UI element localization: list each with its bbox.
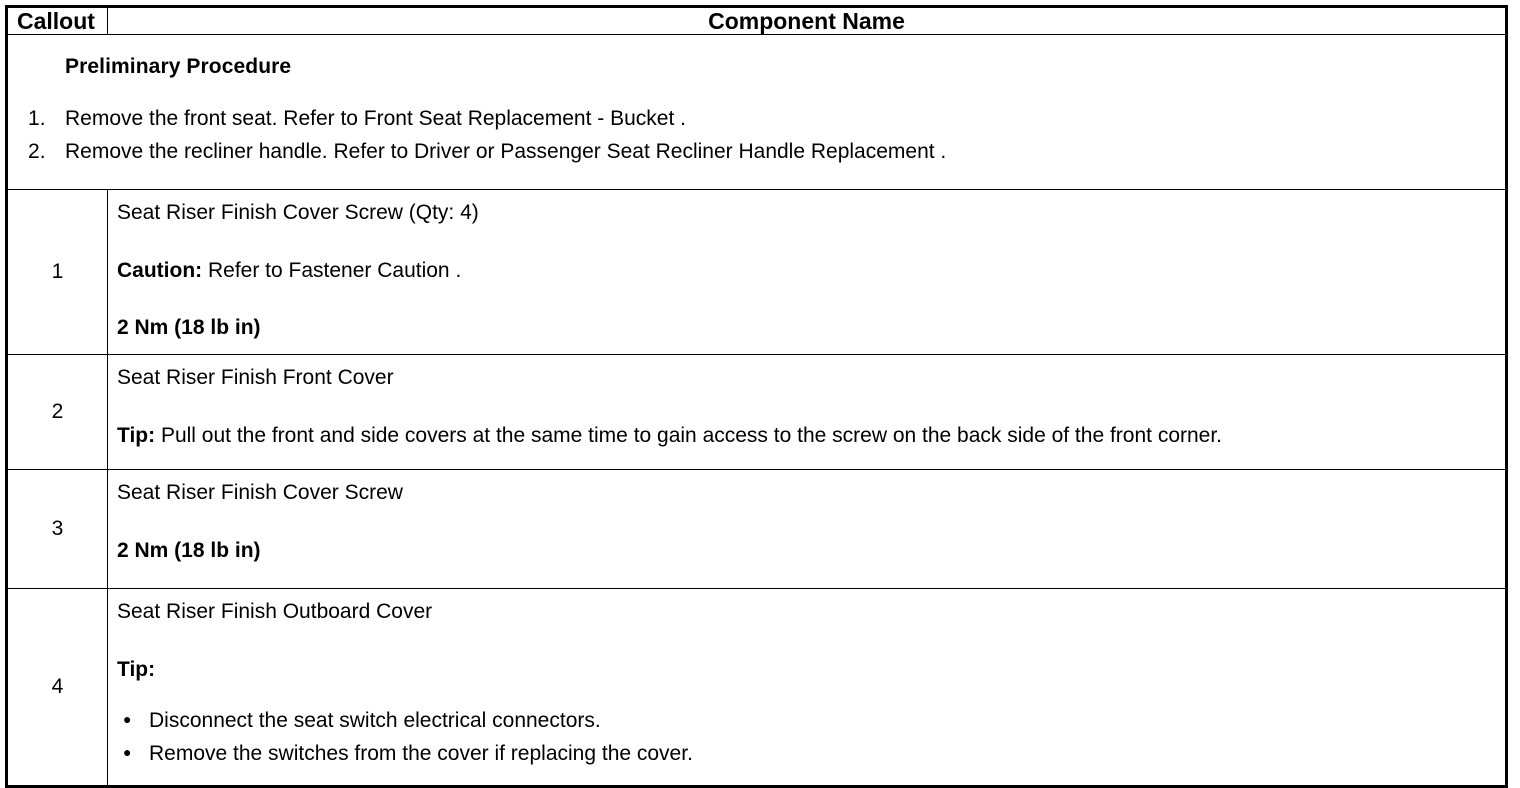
service-procedure-page: Callout Component Name Preliminary Proce… xyxy=(0,0,1520,718)
table-row: 4 Seat Riser Finish Outboard Cover Tip: … xyxy=(6,588,1507,788)
callout-number: 2 xyxy=(6,354,108,471)
component-description-cell: Seat Riser Finish Cover Screw (Qty: 4) C… xyxy=(107,189,1507,356)
preliminary-procedure-list: Remove the front seat. Refer to Front Se… xyxy=(8,103,1495,168)
callout-number: 1 xyxy=(6,189,108,356)
preliminary-procedure-title: Preliminary Procedure xyxy=(65,55,292,79)
caution-label: Caution: xyxy=(117,258,203,282)
component-description-cell: Seat Riser Finish Outboard Cover Tip: Di… xyxy=(107,588,1507,788)
component-description-cell: Seat Riser Finish Front Cover Tip: Pull … xyxy=(107,354,1507,471)
table-row: 1 Seat Riser Finish Cover Screw (Qty: 4)… xyxy=(6,189,1507,356)
torque-spec: 2 Nm (18 lb in) xyxy=(117,538,261,562)
callout-number: 4 xyxy=(6,588,108,788)
table-header: Callout Component Name xyxy=(6,5,1507,36)
column-header-component-name: Component Name xyxy=(107,5,1507,36)
component-name-text: Seat Riser Finish Outboard Cover xyxy=(117,600,433,624)
callout-component-table: Callout Component Name Preliminary Proce… xyxy=(5,5,1508,788)
table-row: 3 Seat Riser Finish Cover Screw 2 Nm (18… xyxy=(6,469,1507,590)
component-description-cell: Seat Riser Finish Cover Screw 2 Nm (18 l… xyxy=(107,469,1507,590)
tip-label: Tip: xyxy=(117,423,156,447)
table-body: Preliminary Procedure Remove the front s… xyxy=(6,34,1507,788)
preliminary-step: Remove the front seat. Refer to Front Se… xyxy=(28,103,686,135)
tip-text: Pull out the front and side covers at th… xyxy=(155,423,1223,447)
component-name-text: Seat Riser Finish Cover Screw (Qty: 4) xyxy=(117,201,479,225)
header-row: Callout Component Name xyxy=(6,5,1507,36)
component-name-text: Seat Riser Finish Cover Screw xyxy=(117,481,403,505)
tip-bullet-item: Remove the switches from the cover if re… xyxy=(123,736,1497,771)
column-header-callout: Callout xyxy=(6,5,108,36)
preliminary-procedure-cell: Preliminary Procedure Remove the front s… xyxy=(6,34,1507,191)
tip-label: Tip: xyxy=(117,657,156,681)
torque-spec: 2 Nm (18 lb in) xyxy=(117,315,261,339)
caution-note: Caution: Refer to Fastener Caution . xyxy=(117,258,1497,283)
component-name-text: Seat Riser Finish Front Cover xyxy=(117,366,394,390)
table-row: 2 Seat Riser Finish Front Cover Tip: Pul… xyxy=(6,354,1507,471)
tip-bullet-list: Disconnect the seat switch electrical co… xyxy=(117,703,1497,771)
caution-text: Refer to Fastener Caution . xyxy=(202,258,462,282)
preliminary-step: Remove the recliner handle. Refer to Dri… xyxy=(28,136,947,168)
tip-bullet-item: Disconnect the seat switch electrical co… xyxy=(123,703,1497,738)
tip-note: Tip: Pull out the front and side covers … xyxy=(117,423,1497,448)
table-row-preliminary: Preliminary Procedure Remove the front s… xyxy=(6,34,1507,191)
callout-number: 3 xyxy=(6,469,108,590)
